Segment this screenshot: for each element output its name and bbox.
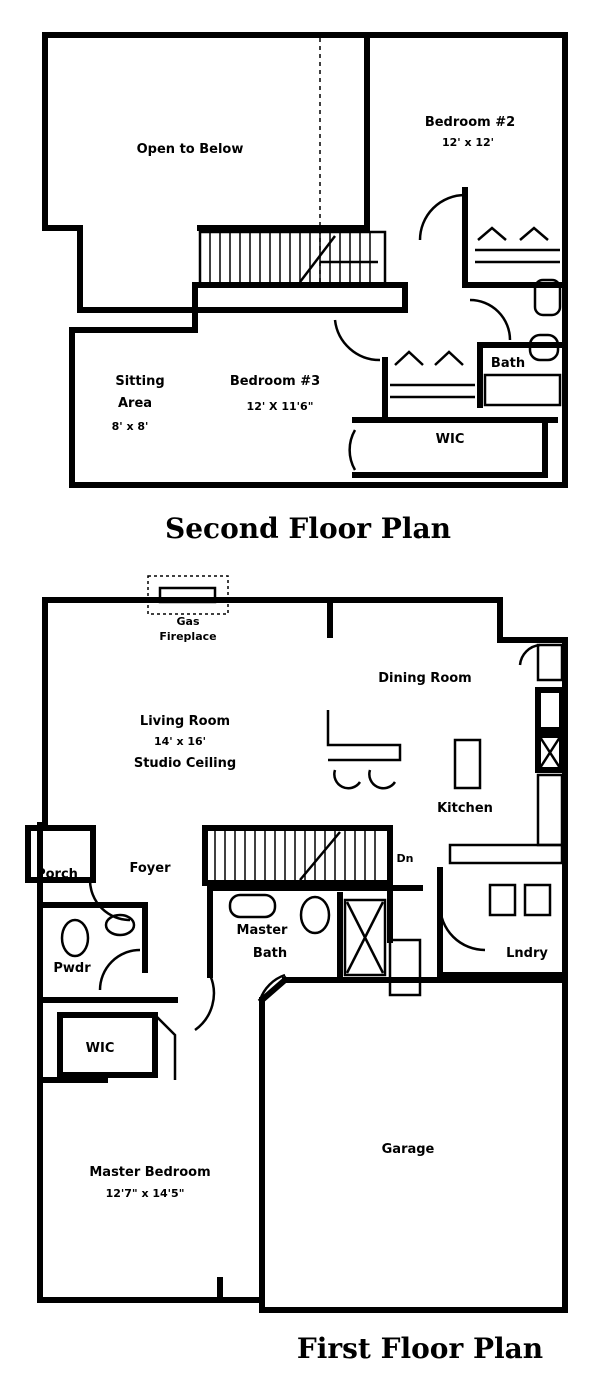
upstairs-tub [483,373,562,407]
garage-corner-wall [257,975,290,1005]
powder-sink [104,913,136,937]
second-floor-outer-wall [42,32,568,488]
living-room-label: Living Room [140,714,230,729]
range [535,732,565,773]
master-wic-label: WIC [86,1041,115,1056]
upstairs-wic-label: WIC [436,432,465,447]
master-bedroom-size: 12'7" x 14'5" [106,1187,185,1200]
upstairs-sink [533,278,562,317]
refrigerator [536,643,564,682]
kitchen-bar [326,710,402,762]
master-wic [57,1012,158,1078]
pantry [535,687,565,733]
master-wic-shelf [154,1014,177,1080]
bedroom2-closet-door [477,226,549,241]
foyer-label: Foyer [130,861,172,876]
garage-label: Garage [382,1142,435,1157]
dining-room-label: Dining Room [378,671,471,686]
kitchen-counter [536,773,564,847]
stair-down-label: Dn [397,852,414,865]
bar-stools [333,769,397,790]
master-bay [37,1212,223,1303]
master-bath-sink [228,893,277,919]
kitchen-label: Kitchen [437,801,493,816]
laundry-door-swing [438,904,486,952]
entry-door-swing [88,879,131,922]
bedroom2-label: Bedroom #2 [425,115,515,130]
second-floor-plan: Open to Below Bedroom #2 12' x 12' Sitti… [42,32,568,545]
wic-door-swing [348,429,357,471]
sitting-label-2: Area [118,396,152,411]
bedroom3-size: 12' X 11'6" [247,400,314,413]
porch-label: Porch [36,867,78,882]
garage-entry-door [388,938,422,997]
living-room-note: Studio Ceiling [134,756,236,771]
master-bath-toilet [299,895,331,935]
bedroom3-door-swing [333,319,381,362]
master-bath-label-2: Bath [253,946,287,961]
fireplace-hearth [158,586,217,604]
linen-closet [343,898,387,977]
dryer [523,883,552,917]
kitchen-door-swing [518,643,541,666]
upstairs-toilet [528,333,560,362]
master-bath-door-swing-2 [258,973,286,1001]
fireplace-label-2: Fireplace [159,630,216,643]
fireplace-label-1: Gas [177,615,200,628]
sitting-label: Sitting [115,374,164,389]
powder-label: Pwdr [53,961,91,976]
bedroom2-size: 12' x 12' [442,136,494,149]
kitchen-island [453,738,482,790]
sitting-size: 8' x 8' [112,420,149,433]
washer [488,883,517,917]
master-bedroom-label: Master Bedroom [89,1165,210,1180]
upstairs-bath-label: Bath [491,356,525,371]
bath-door-swing [469,298,512,341]
bedroom3-label: Bedroom #3 [230,374,320,389]
fireplace [147,575,229,615]
porch-outline [25,825,96,883]
open-to-below-label: Open to Below [137,142,244,157]
master-bath-label-1: Master [237,923,288,938]
master-bath-door-swing [194,974,216,1032]
bedroom3-closet-door [394,350,464,366]
kitchen-sink-counter [448,843,564,865]
first-floor-plan: Gas Fireplace Dining Room Living Room 14… [25,575,568,1365]
powder-door-swing [98,948,141,991]
laundry-label: Lndry [506,946,548,961]
second-floor-stair [198,230,387,286]
living-room-size: 14' x 16' [154,735,206,748]
powder-toilet [60,918,90,958]
first-floor-stair [202,825,393,886]
bedroom2-door-swing [418,193,466,241]
second-floor-title: Second Floor Plan [165,512,451,545]
first-floor-title: First Floor Plan [297,1332,543,1365]
